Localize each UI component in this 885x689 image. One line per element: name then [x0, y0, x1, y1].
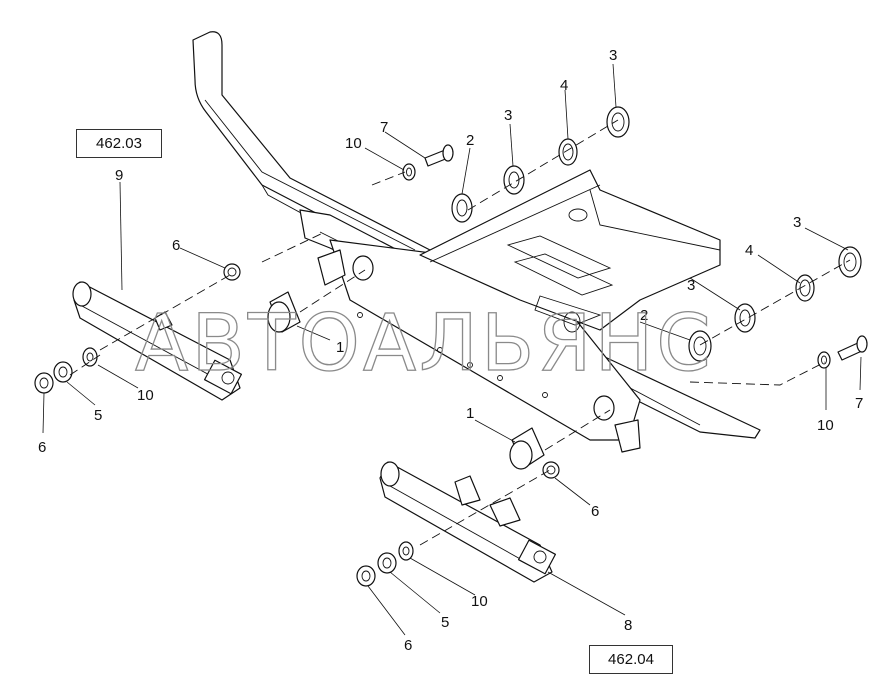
left-axle-tube — [72, 281, 243, 401]
callout-3-right-top: 3 — [793, 214, 801, 231]
callout-10-right: 10 — [817, 417, 834, 434]
washer-10-right — [817, 351, 831, 369]
bushing-upper — [267, 291, 301, 333]
callout-6-left: 6 — [38, 439, 46, 456]
callout-3-top: 3 — [609, 47, 617, 64]
bolt-7-right — [837, 335, 868, 361]
nut-6-mid — [542, 461, 560, 479]
callout-10-bottom: 10 — [471, 593, 488, 610]
callout-6-bottom: 6 — [404, 637, 412, 654]
callout-6-upper: 6 — [172, 237, 180, 254]
washer-10-bottom — [398, 541, 414, 561]
washer-3-right-mid — [734, 303, 756, 333]
assembly-axes — [69, 119, 851, 546]
bushing-lower — [509, 427, 545, 470]
washer-2-left — [451, 193, 473, 223]
callout-2-left: 2 — [466, 132, 474, 149]
callout-2-right: 2 — [640, 307, 648, 324]
washer-3-upper — [503, 165, 525, 195]
main-frame — [192, 31, 761, 453]
watermark-text: АВТОАЛЬЯНС — [135, 299, 714, 389]
callout-5-bottom: 5 — [441, 614, 449, 631]
callout-10-top: 10 — [345, 135, 362, 152]
nut-6-bottom — [356, 565, 376, 587]
ref-box-462-04: 462.04 — [589, 645, 673, 674]
bolt-7-top — [424, 144, 454, 167]
flange-3-right — [838, 246, 862, 278]
callout-1-upper: 1 — [336, 339, 344, 356]
leader-lines — [42, 63, 862, 636]
callout-3-right-mid: 3 — [687, 277, 695, 294]
right-axle-tube — [379, 461, 557, 583]
callout-4-top: 4 — [560, 77, 568, 94]
callout-7-right: 7 — [855, 395, 863, 412]
flange-3-top — [606, 106, 630, 138]
callout-6-mid: 6 — [591, 503, 599, 520]
washer-10-left — [82, 347, 98, 367]
callout-7-top: 7 — [380, 119, 388, 136]
washer-2-right — [688, 330, 712, 362]
nut-6-upper — [223, 263, 241, 281]
circlip-4-right — [795, 274, 815, 302]
nut-5-bottom — [377, 552, 397, 574]
callout-3-upper: 3 — [504, 107, 512, 124]
ref-box-462-03: 462.03 — [76, 129, 162, 158]
washer-10-top — [402, 163, 416, 181]
circlip-4-top — [558, 138, 578, 166]
nut-6-left — [34, 372, 54, 394]
callout-8: 8 — [624, 617, 632, 634]
callout-1-lower: 1 — [466, 405, 474, 422]
callout-9: 9 — [115, 167, 123, 184]
callout-4-right: 4 — [745, 242, 753, 259]
callout-labels: 7 10 2 3 4 3 9 6 1 10 5 6 3 4 3 2 10 7 1… — [38, 47, 863, 654]
callout-5-left: 5 — [94, 407, 102, 424]
callout-10-left: 10 — [137, 387, 154, 404]
nut-5-left — [53, 361, 73, 383]
